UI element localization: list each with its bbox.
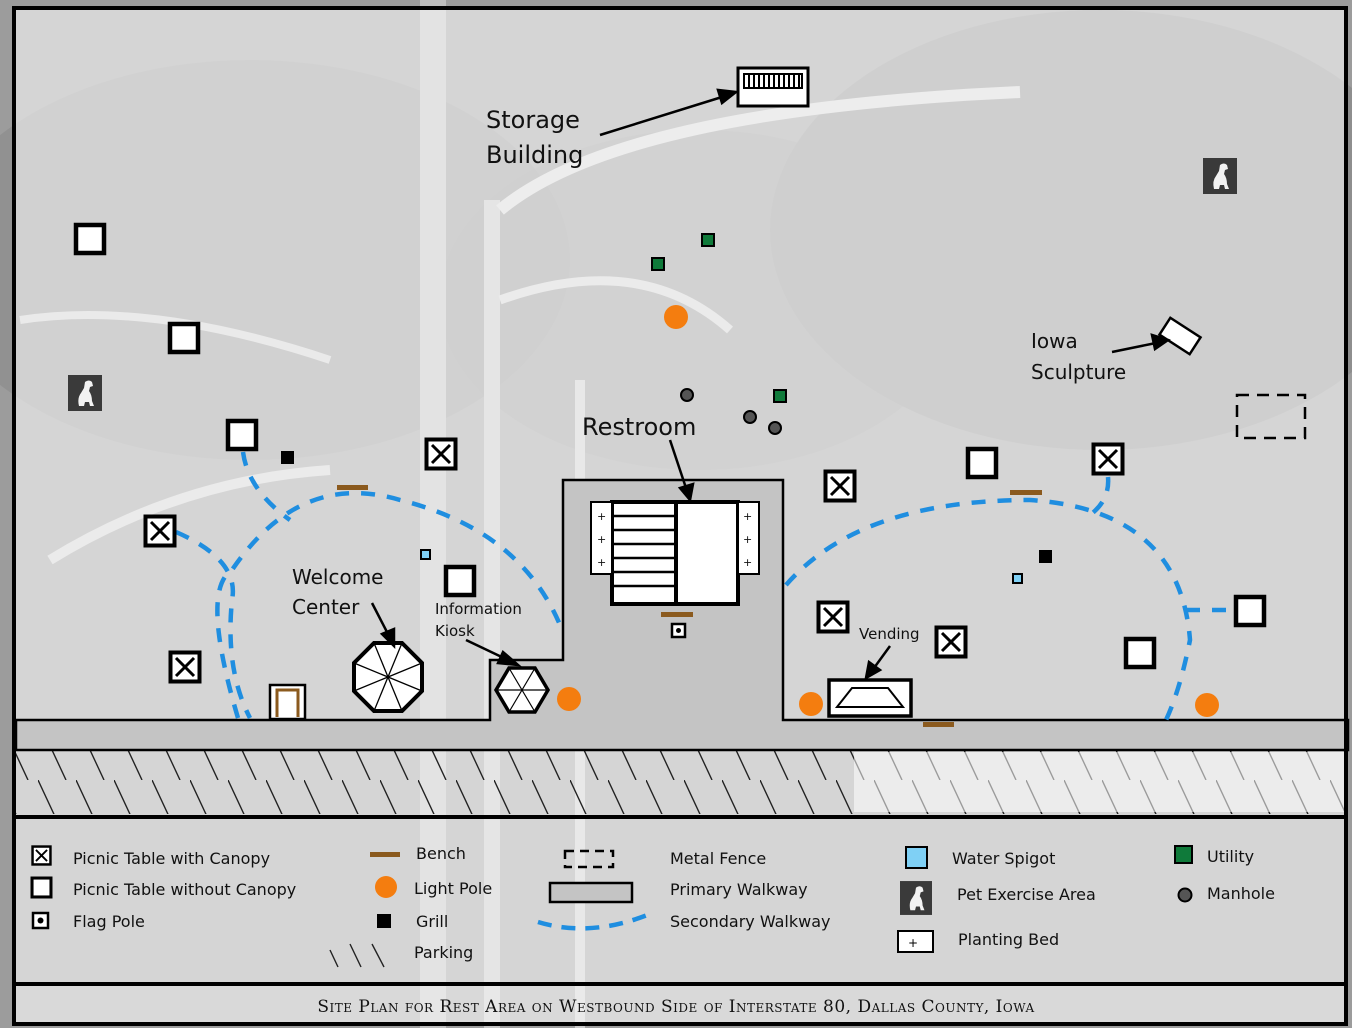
legend-pet-area: Pet Exercise Area [957, 885, 1096, 904]
storage-label-2: Building [486, 141, 583, 169]
parking-hatch-icon [329, 943, 385, 968]
legend-metal-fence: Metal Fence [670, 849, 766, 868]
kiosk-label-1: Information [435, 600, 522, 618]
secondary-walkways [175, 451, 1232, 721]
legend-planting-bed: Planting Bed [958, 930, 1059, 949]
planting-bed-icon: + [897, 930, 934, 953]
welcome-center[interactable] [352, 641, 424, 713]
svg-text:+: + [597, 510, 606, 523]
manholes [680, 388, 782, 435]
flag-pole-icon [31, 911, 50, 930]
bench-icon [370, 852, 400, 857]
svg-text:+: + [597, 556, 606, 569]
water-spigots [420, 549, 1023, 584]
welcome-label-2: Center [292, 595, 360, 619]
legend-parking: Parking [414, 943, 473, 962]
flag-pole [670, 622, 687, 639]
svg-text:+: + [597, 533, 606, 546]
legend-manhole: Manhole [1207, 884, 1275, 903]
utilities [651, 233, 787, 403]
utility-icon [1174, 845, 1193, 864]
pet-area-icon [900, 881, 932, 915]
map-title: Site Plan for Rest Area on Westbound Sid… [317, 997, 1034, 1017]
light-poles [557, 305, 1219, 717]
picnic-table-icon [30, 876, 53, 899]
svg-text:+: + [743, 510, 752, 523]
legend: Picnic Table with Canopy Picnic Table wi… [14, 818, 1346, 982]
sculpture-label-2: Sculpture [1031, 360, 1126, 384]
vending-machines[interactable] [827, 678, 913, 718]
metal-fence [1235, 393, 1307, 440]
svg-text:+: + [743, 556, 752, 569]
legend-light-pole: Light Pole [414, 879, 492, 898]
kiosk-label-2: Kiosk [435, 622, 475, 640]
grill-icon [377, 914, 391, 928]
restroom-label: Restroom [582, 413, 696, 441]
legend-grill: Grill [416, 912, 448, 931]
storage-label-1: Storage [486, 106, 580, 134]
iowa-sculpture[interactable] [1157, 316, 1203, 356]
title-bar: Site Plan for Rest Area on Westbound Sid… [14, 986, 1346, 1024]
frame [12, 6, 1348, 1026]
welcome-label-1: Welcome [292, 565, 383, 589]
walkway-icon [548, 881, 634, 904]
benches [337, 485, 1042, 727]
entrance-gate [268, 683, 307, 721]
light-pole-icon [375, 876, 397, 898]
legend-flag-pole: Flag Pole [73, 912, 145, 931]
parking-area [16, 750, 1348, 814]
vending-label: Vending [859, 625, 920, 643]
legend-picnic-canopy: Picnic Table with Canopy [73, 849, 270, 868]
svg-text:+: + [743, 533, 752, 546]
legend-utility: Utility [1207, 847, 1254, 866]
legend-secondary-walkway: Secondary Walkway [670, 912, 831, 931]
callout-arrows [370, 88, 1171, 681]
grills [281, 451, 1052, 563]
legend-water-spigot: Water Spigot [952, 849, 1055, 868]
map-labels: Storage Building Restroom Welcome Center… [292, 106, 1126, 643]
water-spigot-icon [905, 846, 928, 869]
picnic-canopy-icon [31, 845, 52, 866]
information-kiosk[interactable] [493, 666, 551, 714]
restroom-building[interactable]: + + + + + + [590, 500, 760, 606]
legend-bench: Bench [416, 844, 466, 863]
metal-fence-icon [563, 849, 615, 869]
secondary-walkway-icon [537, 911, 651, 931]
legend-picnic-no-canopy: Picnic Table without Canopy [73, 880, 296, 899]
manhole-icon [1177, 887, 1193, 903]
storage-building[interactable] [736, 66, 810, 108]
svg-text:+: + [908, 936, 918, 950]
legend-primary-walkway: Primary Walkway [670, 880, 808, 899]
sculpture-label-1: Iowa [1031, 329, 1078, 353]
